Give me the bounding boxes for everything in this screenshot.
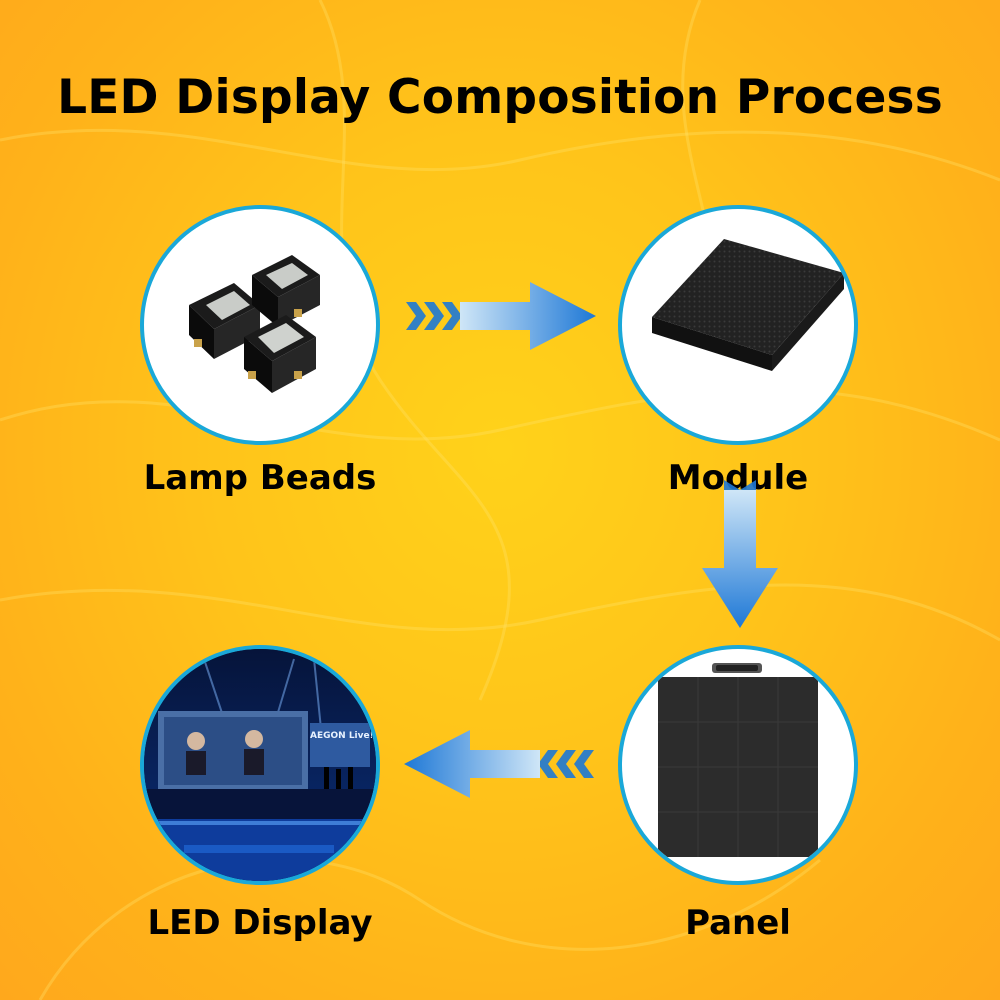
led-display-label: LED Display (147, 903, 373, 943)
module-image (652, 239, 844, 371)
step-panel (618, 645, 858, 885)
arrow-left-icon (404, 730, 594, 798)
panel-circle (618, 645, 858, 885)
panel-label: Panel (685, 903, 791, 943)
step-module (618, 205, 858, 445)
step-led-display: AEGON Live! (140, 645, 380, 885)
lamp-beads-circle (140, 205, 380, 445)
led-display-image (144, 649, 376, 881)
page-title: LED Display Composition Process (57, 70, 943, 125)
step-lamp-beads (140, 205, 380, 445)
lamp-beads-image (189, 255, 320, 393)
panel-image (658, 663, 818, 857)
module-circle (618, 205, 858, 445)
display-screen-text: AEGON Live! (310, 731, 372, 741)
arrow-down-icon (702, 480, 778, 628)
lamp-beads-label: Lamp Beads (143, 458, 377, 498)
led-display-circle: AEGON Live! (140, 645, 380, 885)
arrow-right-icon (406, 282, 596, 350)
